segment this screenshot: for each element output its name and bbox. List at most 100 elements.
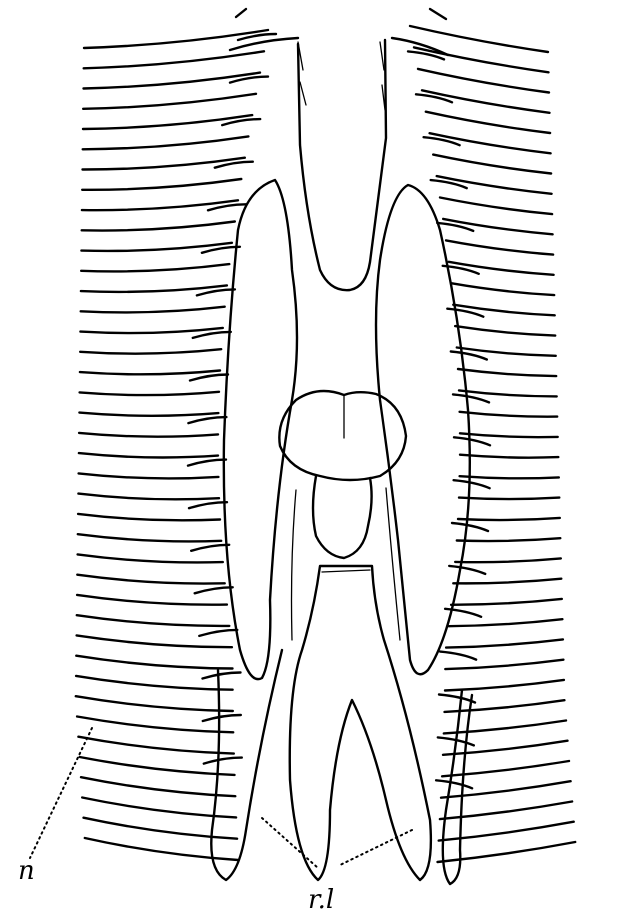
upper-median-stalk — [298, 40, 386, 290]
fiber-line — [83, 94, 256, 109]
right-fiber-fringe — [408, 26, 575, 862]
fiber-line — [190, 375, 228, 381]
fiber-line — [195, 587, 233, 593]
fiber-line — [197, 289, 235, 295]
fiber-line — [433, 155, 551, 174]
fiber-line — [83, 136, 249, 149]
fiber-line — [442, 761, 569, 776]
fiber-line — [78, 737, 233, 754]
left-inner-margin — [292, 490, 297, 640]
fiber-line — [438, 842, 576, 862]
fiber-line — [82, 179, 241, 190]
fiber-line — [455, 326, 555, 336]
fiber-line — [445, 680, 564, 691]
label-rl-pointer-left — [262, 818, 318, 868]
fiber-line — [188, 460, 226, 466]
fiber-line — [81, 307, 225, 313]
right-inner-margin — [386, 488, 400, 640]
fiber-line — [440, 198, 552, 215]
fiber-line — [439, 822, 574, 841]
fiber-line — [426, 112, 550, 133]
fiber-line — [460, 412, 558, 417]
fiber-line — [430, 133, 551, 153]
left-fiber-fringe — [76, 30, 276, 860]
fiber-line — [77, 595, 227, 605]
label-rl: r.l — [308, 885, 334, 915]
fiber-line — [81, 285, 227, 292]
label-n-pointer — [30, 728, 92, 858]
fiber-line — [458, 369, 556, 376]
fiber-line — [203, 715, 241, 721]
fiber-line — [222, 119, 260, 125]
fiber-line — [439, 695, 475, 703]
fiber-line — [444, 721, 566, 734]
fiber-line — [414, 47, 549, 72]
fiber-line — [436, 780, 472, 788]
fiber-line — [80, 349, 221, 353]
fiber-line — [445, 660, 563, 669]
fiber-line — [447, 309, 483, 317]
label-n: n — [18, 856, 35, 886]
fiber-line — [77, 615, 230, 626]
lower-left-prong — [211, 650, 282, 880]
fiber-line — [215, 162, 253, 168]
fiber-line — [79, 433, 218, 437]
fiber-line — [440, 802, 572, 820]
fiber-line — [443, 741, 568, 755]
fiber-line — [83, 115, 252, 129]
fiber-line — [454, 480, 490, 488]
fiber-line — [458, 518, 560, 520]
fiber-line — [230, 77, 268, 83]
fiber-line — [454, 437, 490, 445]
fiber-line — [76, 696, 233, 711]
fiber-line — [76, 676, 233, 690]
fiber-line — [80, 328, 222, 333]
fiber-line — [189, 502, 227, 508]
fiber-line — [460, 433, 558, 437]
fiber-line — [78, 534, 221, 541]
fiber-line — [452, 523, 488, 531]
fiber-line — [459, 390, 557, 396]
left-lateral-lobe — [224, 180, 297, 679]
fiber-line — [202, 247, 240, 253]
fiber-line — [453, 579, 561, 584]
fiber-line — [79, 473, 219, 478]
fiber-line — [445, 700, 565, 712]
fiber-line — [85, 838, 238, 860]
fiber-line — [208, 204, 246, 210]
fiber-line — [451, 283, 554, 295]
fiber-line — [78, 514, 220, 520]
fiber-line — [191, 545, 229, 551]
central-bilobed-body — [279, 391, 406, 480]
fiber-line — [457, 538, 561, 541]
fiber-line — [203, 673, 241, 679]
fiber-line — [193, 332, 231, 338]
fiber-line — [460, 476, 559, 478]
lower-median-body — [290, 566, 431, 880]
right-lateral-lobe — [376, 185, 470, 674]
fiber-line — [77, 635, 232, 647]
fiber-line — [449, 619, 563, 626]
median-body-top-edge — [322, 570, 370, 572]
fiber-line — [80, 392, 219, 395]
fiber-line — [422, 90, 550, 113]
fiber-line — [453, 305, 554, 316]
fiber-line — [460, 455, 558, 458]
fiber-line — [82, 222, 235, 231]
fiber-line — [80, 371, 220, 375]
fiber-line — [455, 558, 561, 562]
fiber-line — [84, 51, 264, 68]
fiber-line — [451, 599, 562, 605]
fiber-line — [459, 498, 559, 500]
fiber-line — [451, 352, 487, 360]
fiber-line — [78, 494, 219, 500]
fiber-line — [78, 554, 223, 562]
fiber-line — [83, 158, 245, 170]
fiber-line — [449, 566, 485, 574]
fiber-line — [81, 777, 235, 796]
fiber-line — [453, 394, 489, 402]
fiber-line — [446, 240, 553, 254]
fiber-line — [80, 757, 235, 775]
stalk-segment-lines — [298, 42, 385, 110]
